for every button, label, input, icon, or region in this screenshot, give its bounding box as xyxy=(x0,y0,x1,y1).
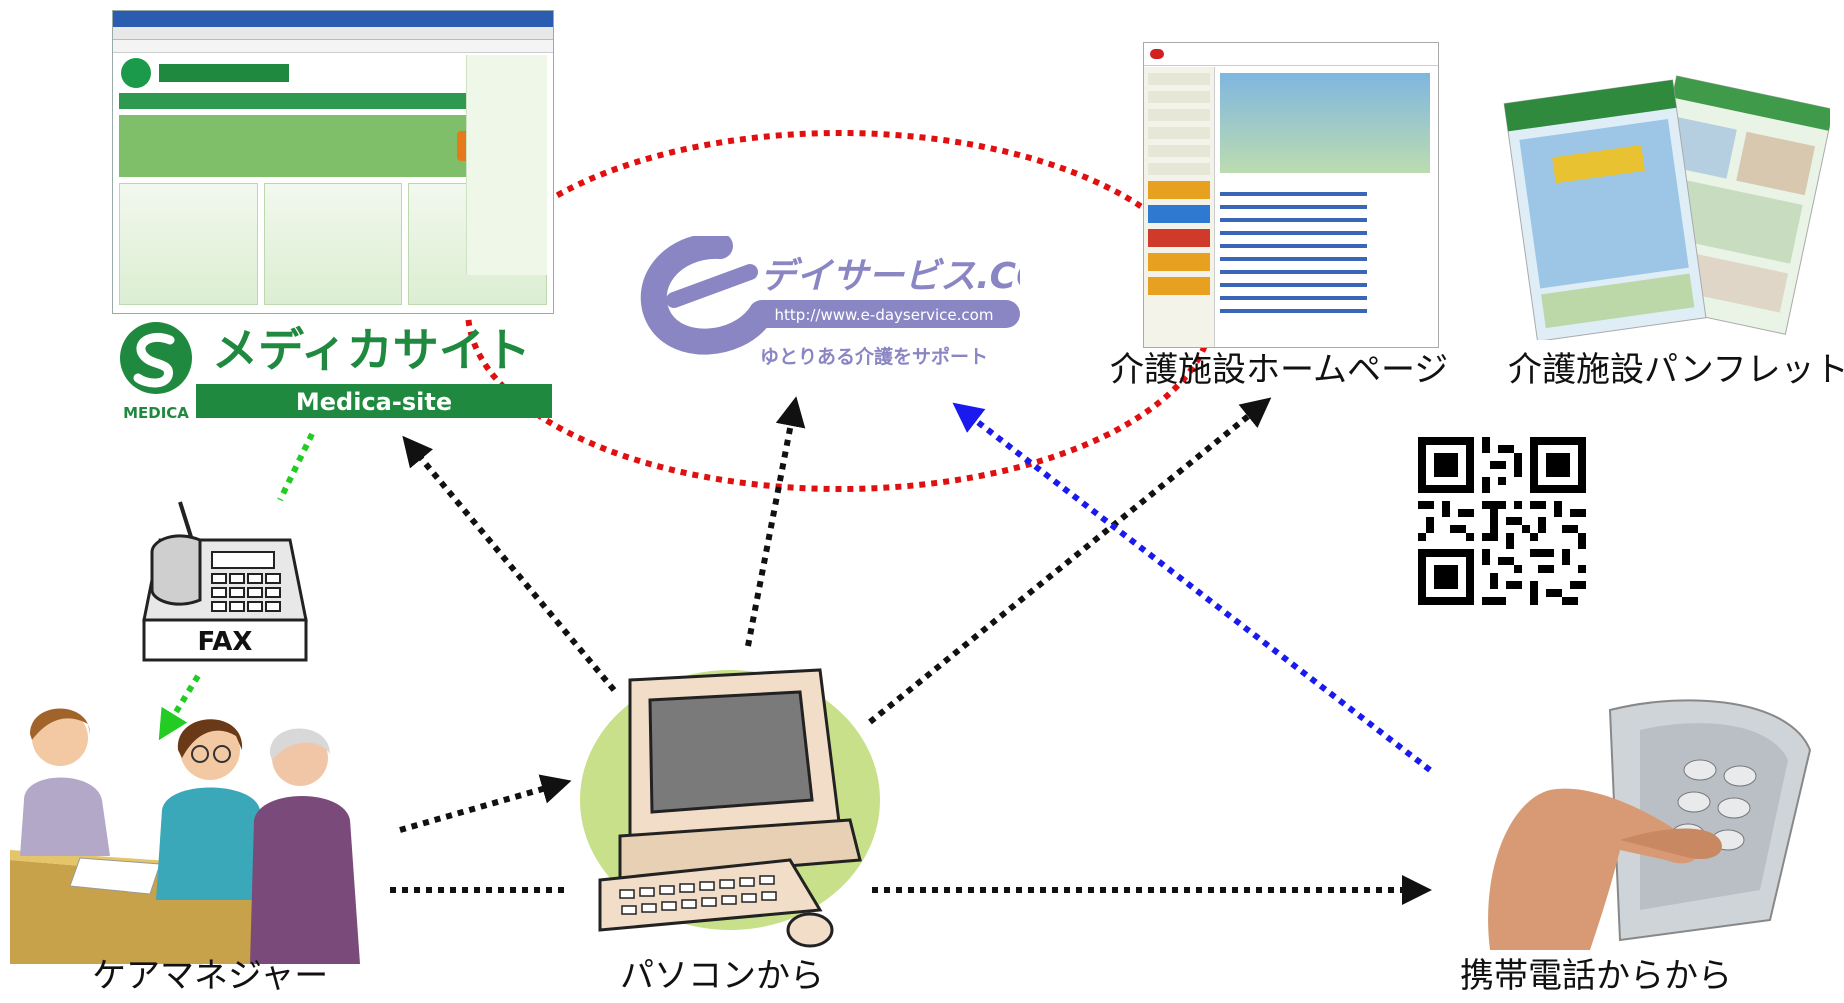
fax-label: FAX xyxy=(198,627,253,657)
kaigo-homepage-screenshot xyxy=(1143,42,1439,348)
browser-titlebar xyxy=(113,11,553,27)
eday-logo: デイサービス.COM http://www.e-dayservice.com ゆ… xyxy=(640,236,1020,368)
medica-site-screenshot xyxy=(112,10,554,314)
fax-machine-icon: FAX xyxy=(142,501,308,662)
medica-site-logo: MEDICA メディカサイト Medica-site xyxy=(120,322,552,422)
arrow-pc-to-eday xyxy=(745,396,806,647)
pc-caption: パソコンから xyxy=(620,956,824,996)
computer-icon xyxy=(580,668,880,948)
homepage-banner xyxy=(1220,73,1430,173)
site-logo-icon xyxy=(121,58,151,88)
eday-name: デイサービス.COM xyxy=(760,256,1020,297)
content-column xyxy=(263,183,403,305)
site-header xyxy=(113,53,553,93)
site-nav xyxy=(119,93,547,109)
site-sidebar xyxy=(466,55,547,275)
eday-url-pill xyxy=(748,300,1020,328)
site-title-block xyxy=(159,64,289,82)
homepage-news-list xyxy=(1220,183,1430,322)
homepage-sidebar xyxy=(1144,67,1215,347)
qr-code-icon xyxy=(1418,437,1586,605)
browser-menubar xyxy=(113,27,553,40)
medica-name-en-bar xyxy=(196,384,552,418)
browser-addressbar xyxy=(113,40,553,53)
content-column xyxy=(119,183,258,305)
e-mark-icon xyxy=(640,236,771,355)
medica-name-jp: メディカサイト xyxy=(212,323,531,377)
medica-name-en: Medica-site xyxy=(296,388,452,416)
pamphlet-image xyxy=(1503,75,1830,340)
homepage-caption: 介護施設ホームページ xyxy=(1110,350,1449,390)
medica-mark-label: MEDICA xyxy=(123,404,189,422)
mobile-phone-hand-image xyxy=(1470,690,1826,950)
green-arrow-medica-to-fax xyxy=(277,432,315,502)
green-arrow-fax-to-caremanager xyxy=(158,674,201,741)
arrow-caremanager-to-pc xyxy=(399,774,572,833)
mobile-caption: 携帯電話からから xyxy=(1460,956,1732,996)
homepage-logo-icon xyxy=(1150,49,1164,59)
arrow-pc-to-medica xyxy=(402,435,617,692)
arrow-mobile-to-eday xyxy=(952,402,1432,773)
arrow-pc-to-homepage xyxy=(868,397,1272,725)
care-manager-people-illustration xyxy=(10,708,360,964)
homepage-header xyxy=(1144,43,1438,66)
care-manager-caption: ケアマネジャー xyxy=(92,956,329,996)
pamphlet-caption: 介護施設パンフレット xyxy=(1508,350,1844,390)
eday-url: http://www.e-dayservice.com xyxy=(775,306,994,324)
eday-tagline: ゆとりある介護をサポート xyxy=(760,345,988,368)
